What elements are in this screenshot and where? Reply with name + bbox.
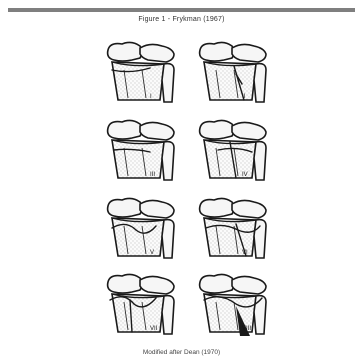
panel-label: VIII [242, 326, 251, 332]
panel-1 [108, 42, 174, 102]
panel-label: VI [242, 250, 248, 256]
panel-8 [200, 274, 266, 336]
panel-7 [108, 274, 174, 334]
panel-label: V [150, 250, 154, 256]
panel-label: IV [242, 172, 248, 178]
panel-label: III [150, 172, 155, 178]
panel-label: II [242, 94, 246, 100]
panel-label: VII [150, 326, 158, 332]
panel-4 [200, 120, 266, 180]
figure-caption: Modified after Dean (1970) [0, 349, 363, 356]
panel-3 [108, 120, 174, 180]
panel-6 [200, 198, 266, 258]
panel-2 [200, 42, 266, 102]
panel-5 [108, 198, 174, 258]
